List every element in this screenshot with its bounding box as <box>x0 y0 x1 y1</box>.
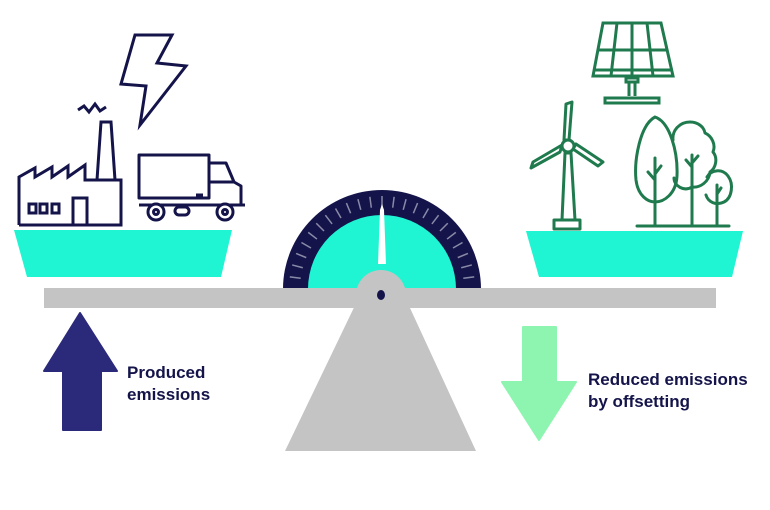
gauge-tick <box>431 214 440 225</box>
lightning-bolt-icon <box>119 33 189 131</box>
gauge-tick <box>391 196 395 208</box>
gauge-tick <box>334 208 342 219</box>
trees-icon <box>634 115 733 228</box>
gauge-tick <box>295 252 307 259</box>
gauge-tick <box>307 231 318 240</box>
gauge-tick <box>461 264 473 269</box>
gauge-tick <box>422 208 430 219</box>
pivot-bolt <box>377 290 385 300</box>
gauge-tick <box>301 241 312 249</box>
reduced-emissions-label: Reduced emissions by offsetting <box>588 369 748 413</box>
gauge-tick <box>439 222 449 232</box>
gauge-tick <box>345 202 352 214</box>
gauge-tick <box>452 241 463 249</box>
wind-turbine-icon <box>529 100 605 231</box>
right-platform <box>526 231 743 277</box>
arrow-up-icon <box>43 312 118 431</box>
factory-icon <box>17 101 123 227</box>
smoke-icon <box>77 101 107 115</box>
left-platform <box>14 230 232 277</box>
reduced-label-line2: by offsetting <box>588 392 690 411</box>
gauge-ticks <box>289 196 475 280</box>
gauge-tick <box>412 202 419 214</box>
gauge-tick <box>357 198 362 210</box>
produced-label-line2: emissions <box>127 385 211 404</box>
gauge-tick <box>457 252 469 259</box>
produced-emissions-label: Produced emissions <box>127 362 210 406</box>
arrow-down-icon <box>501 326 577 441</box>
gauge-tick <box>289 276 301 280</box>
produced-label-line1: Produced <box>127 363 206 382</box>
truck-icon <box>137 153 245 222</box>
gauge-tick <box>402 198 407 210</box>
gauge-tick <box>369 196 373 208</box>
gauge-tick <box>315 222 325 232</box>
scale-stand <box>285 295 476 451</box>
gauge-tick <box>446 231 457 240</box>
gauge-tick <box>291 264 303 269</box>
gauge-needle <box>378 204 386 264</box>
reduced-label-line1: Reduced emissions <box>588 370 748 389</box>
balance-gauge <box>283 190 481 289</box>
gauge-tick <box>324 214 333 225</box>
solar-panel-icon <box>591 21 675 105</box>
gauge-tick <box>463 276 475 280</box>
